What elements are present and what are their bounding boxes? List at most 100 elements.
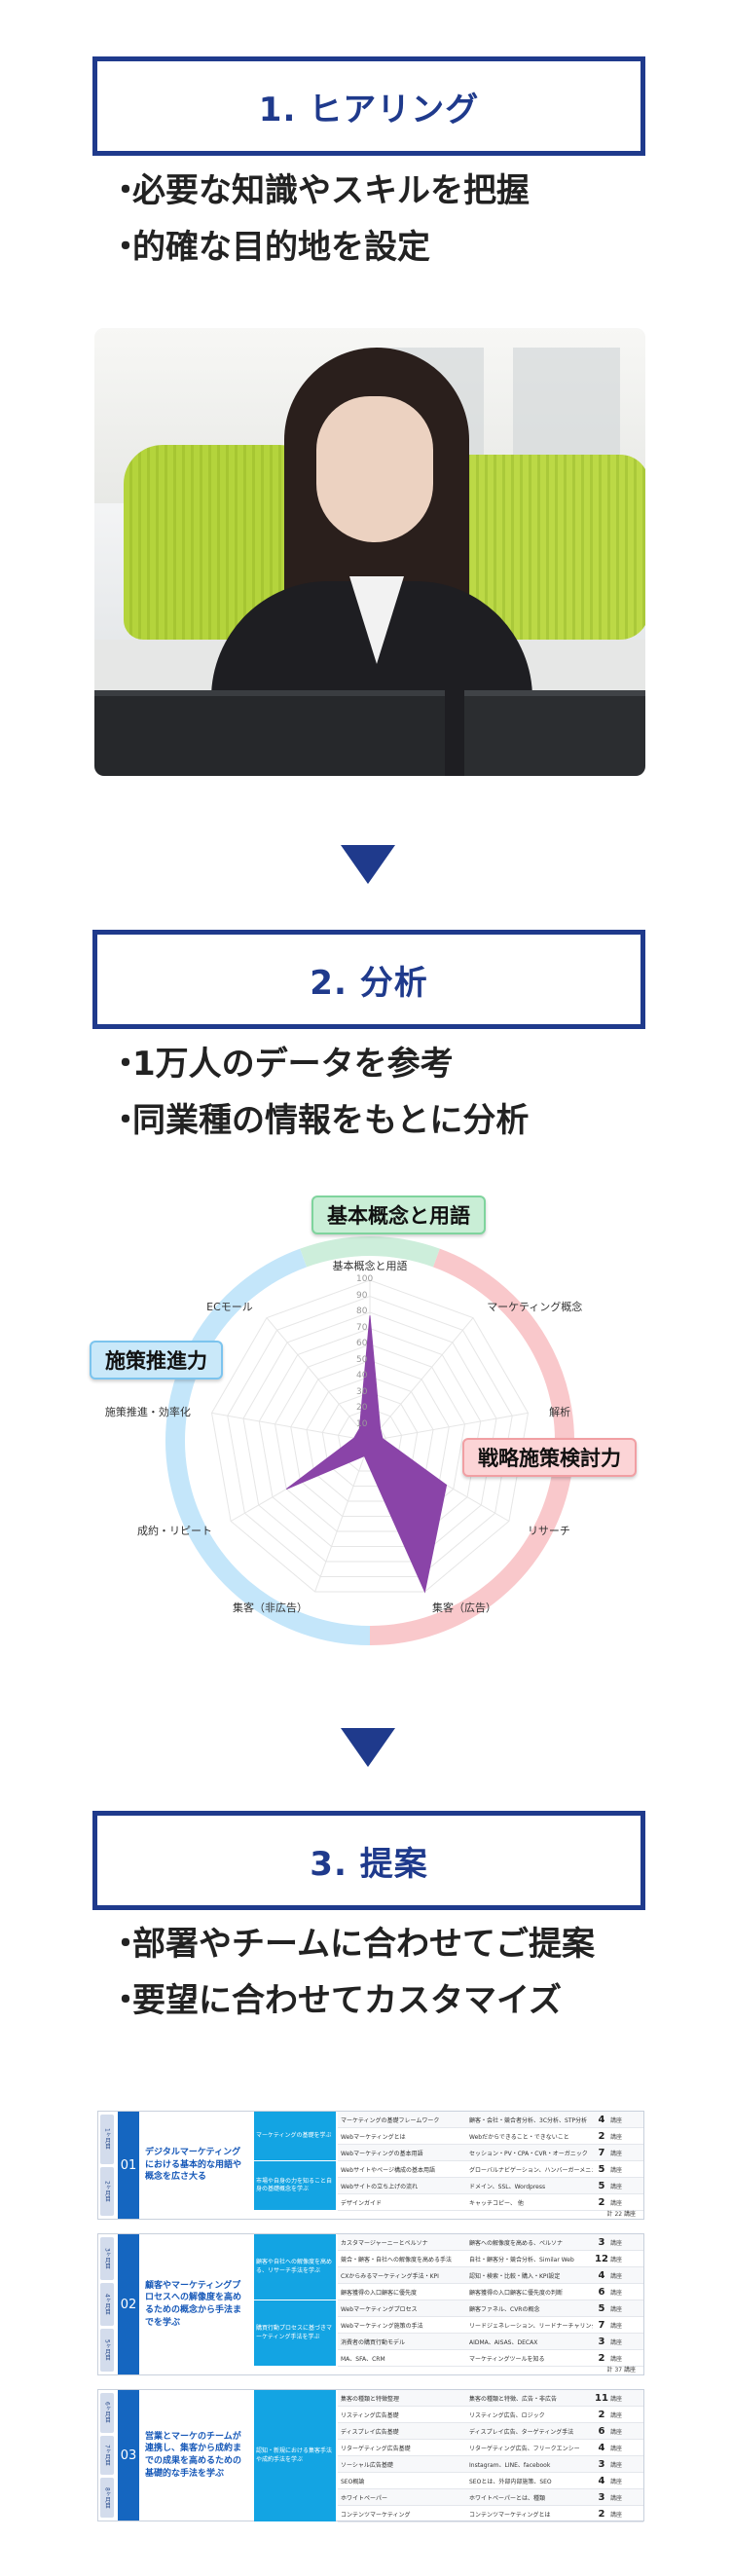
row-detail: ホワイトペーパーとは、種類 <box>469 2494 545 2502</box>
row-topic: ソーシャル広告基礎 <box>341 2461 393 2469</box>
skill-radar-chart: 基本概念と用語 戦略施策検討力 施策推進力 基本概念と用語マーケティング概念解析… <box>90 1196 642 1704</box>
row-detail: 顧客・会社・競合者分析、3C分析、STP分析 <box>469 2116 588 2124</box>
row-topic: 消費者の購買行動モデル <box>341 2338 406 2346</box>
block-total: 計 22 講座 <box>606 2211 636 2218</box>
step-1-header: 1. ヒアリング <box>92 56 645 156</box>
row-topic: デザインガイド <box>341 2199 383 2207</box>
step-2-bullets: ・1万人のデータを参考 ・同業種の情報をもとに分析 <box>109 1036 693 1149</box>
block-number: 01 <box>118 2112 139 2219</box>
radar-grid-ring <box>290 1359 450 1518</box>
row-count: 3 <box>598 2458 605 2470</box>
table-row: Webサイトやページ構成の基本用語グローバルナビゲーション、ハンバーガーメニュー… <box>338 2161 643 2178</box>
row-topic: ホワイトペーパー <box>341 2494 387 2502</box>
row-unit: 講座 <box>610 2428 623 2436</box>
row-unit: 講座 <box>610 2338 623 2346</box>
radar-axis-line <box>369 1317 474 1442</box>
radar-grid-ring <box>306 1376 434 1502</box>
row-count: 2 <box>598 2130 605 2142</box>
block-goal: 営業とマーケのチームが連携し、集客から成約までの成果を高めるための基礎的な手法を… <box>145 2431 242 2479</box>
tag-execution: 施策推進力 <box>90 1341 223 1380</box>
row-unit: 講座 <box>610 2272 623 2280</box>
table-row: Webマーケティングとは Webだからできること・できないこと 2 講座 <box>338 2128 643 2145</box>
row-count: 3 <box>598 2236 605 2248</box>
category-cell: 顧客や自社への解像度を高める、リサーチ手法を学ぶ <box>254 2234 336 2300</box>
row-unit: 講座 <box>610 2305 623 2313</box>
bullet-item: ・部署やチームに合わせてご提案 <box>109 1925 595 1964</box>
category-cell: 認知・新規における集客手法や成約手法を学ぶ <box>254 2390 336 2521</box>
month-label: 5ヶ月目 <box>100 2329 114 2372</box>
radar-grid-ring <box>321 1391 419 1488</box>
row-topic: リターゲティング広告基礎 <box>341 2445 411 2452</box>
row-topic: Webマーケティングとは <box>341 2133 406 2141</box>
row-unit: 講座 <box>610 2150 623 2157</box>
radar-axis-label: リサーチ <box>527 1524 570 1537</box>
row-count: 3 <box>598 2336 605 2347</box>
bullet-item: ・的確な目的地を設定 <box>109 228 430 267</box>
row-detail: ドメイン、SSL、Wordpress <box>469 2183 546 2190</box>
block-number: 03 <box>118 2390 139 2521</box>
month-label: 7ヶ月目 <box>100 2435 114 2476</box>
month-label: 4ヶ月目 <box>100 2283 114 2326</box>
row-unit: 講座 <box>610 2494 623 2502</box>
month-label: 1ヶ月目 <box>100 2115 114 2164</box>
radar-axis-label: マーケティング概念 <box>487 1301 583 1314</box>
row-topic: Webマーケティングの基本用語 <box>341 2150 423 2157</box>
row-count: 2 <box>598 2352 605 2364</box>
row-unit: 講座 <box>610 2395 623 2403</box>
row-count: 4 <box>598 2475 605 2486</box>
row-unit: 講座 <box>610 2355 623 2363</box>
radar-svg <box>165 1236 574 1645</box>
row-count: 11 <box>595 2392 608 2404</box>
row-topic: Webマーケティング施策の手法 <box>341 2322 423 2330</box>
row-detail: Webだからできること・できないこと <box>469 2133 569 2141</box>
bullet-item: ・1万人のデータを参考 <box>109 1045 454 1084</box>
bullet-item: ・同業種の情報をもとに分析 <box>109 1101 530 1140</box>
bullet-item: ・必要な知識やスキルを把握 <box>109 171 530 210</box>
row-count: 12 <box>595 2253 608 2264</box>
category-cell: 購買行動プロセスに基づきマーケティング手法を学ぶ <box>254 2300 336 2366</box>
radar-tick-label: 80 <box>356 1306 368 1316</box>
row-unit: 講座 <box>610 2199 623 2207</box>
row-count: 4 <box>598 2442 605 2453</box>
row-count: 5 <box>598 2302 605 2314</box>
row-topic: 競合・顧客・自社への解像度を高める手法 <box>341 2256 453 2263</box>
radar-tick-label: 30 <box>356 1386 368 1397</box>
block-total: 計 37 講座 <box>606 2367 636 2374</box>
row-topic: カスタマージャーニーとペルソナ <box>341 2239 428 2247</box>
row-topic: CXからみるマーケティング手法・KPI <box>341 2272 439 2280</box>
radar-tick-label: 10 <box>356 1418 368 1429</box>
row-detail: 自社・顧客分・競合分析、Similar Web <box>469 2256 574 2263</box>
step-3-bullets: ・部署やチームに合わせてご提案 ・要望に合わせてカスタマイズ <box>109 1916 693 2029</box>
row-unit: 講座 <box>610 2411 623 2419</box>
step-3-title: 3. 提案 <box>310 1844 428 1884</box>
row-detail: キャッチコピー、 他 <box>469 2199 524 2207</box>
row-unit: 講座 <box>610 2133 623 2141</box>
radar-axis-label: 施策推進・効率化 <box>104 1405 191 1418</box>
rows: カスタマージャーニーとペルソナ 顧客への解像度を高める、ペルソナ 3 講座 競合・顧客・… <box>338 2234 643 2367</box>
block-goal: デジタルマーケティングにおける基本的な用語や概念を広さ大る <box>145 2148 242 2183</box>
row-detail: コンテンツマーケティングとは <box>469 2511 551 2519</box>
radar-axis-label: 集客（広告） <box>431 1601 496 1615</box>
step-1-title: 1. ヒアリング <box>258 90 480 129</box>
row-detail: 顧客への解像度を高める、ペルソナ <box>469 2239 564 2247</box>
arrow-down-icon <box>341 1728 395 1767</box>
step-3-header: 3. 提案 <box>92 1811 645 1910</box>
row-topic: Webサイトの立ち上げの流れ <box>341 2183 419 2190</box>
row-unit: 講座 <box>610 2322 623 2330</box>
row-topic: リスティング広告基礎 <box>341 2411 399 2419</box>
radar-tick-label: 50 <box>356 1354 368 1365</box>
arrow-down-icon <box>341 845 395 884</box>
